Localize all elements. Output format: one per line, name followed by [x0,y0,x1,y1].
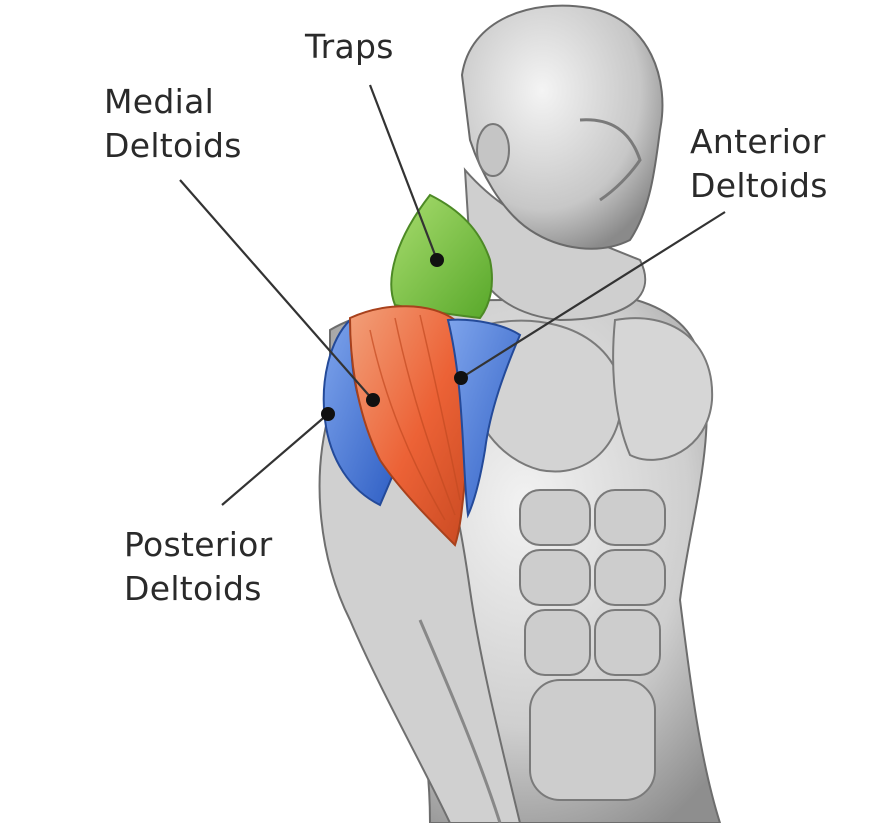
anterior-deltoids-label: Anterior Deltoids [690,120,828,208]
traps-leader-line [368,84,439,261]
anterior-label-line-2: Deltoids [690,166,828,205]
anterior-leader-line [460,211,726,379]
anterior-deltoid-muscle [446,318,522,519]
medial-leader-line [179,179,374,401]
pointer-dots [321,253,468,421]
face-detail [579,118,642,202]
right-pec [612,317,714,461]
posterior-deltoids-label: Posterior Deltoids [124,523,273,611]
ear [476,123,510,177]
posterior-leader-line [221,413,329,506]
leader-lines [179,84,726,506]
abdominals [519,489,666,801]
posterior-label-line-1: Posterior [124,525,273,564]
medial-dot [366,393,380,407]
traps-dot [430,253,444,267]
anterior-dot [454,371,468,385]
medial-label-line-2: Deltoids [104,126,242,165]
forearm-hint [418,619,502,823]
deltoid-striations [369,314,461,521]
medial-deltoids-label: Medial Deltoids [104,80,242,168]
head [460,4,664,250]
upper-arm [318,408,522,823]
posterior-dot [321,407,335,421]
anterior-label-line-1: Anterior [690,122,826,161]
posterior-label-line-2: Deltoids [124,569,262,608]
medial-label-line-1: Medial [104,82,215,121]
traps-label-line-1: Traps [305,27,394,66]
traps-label: Traps [305,25,394,69]
